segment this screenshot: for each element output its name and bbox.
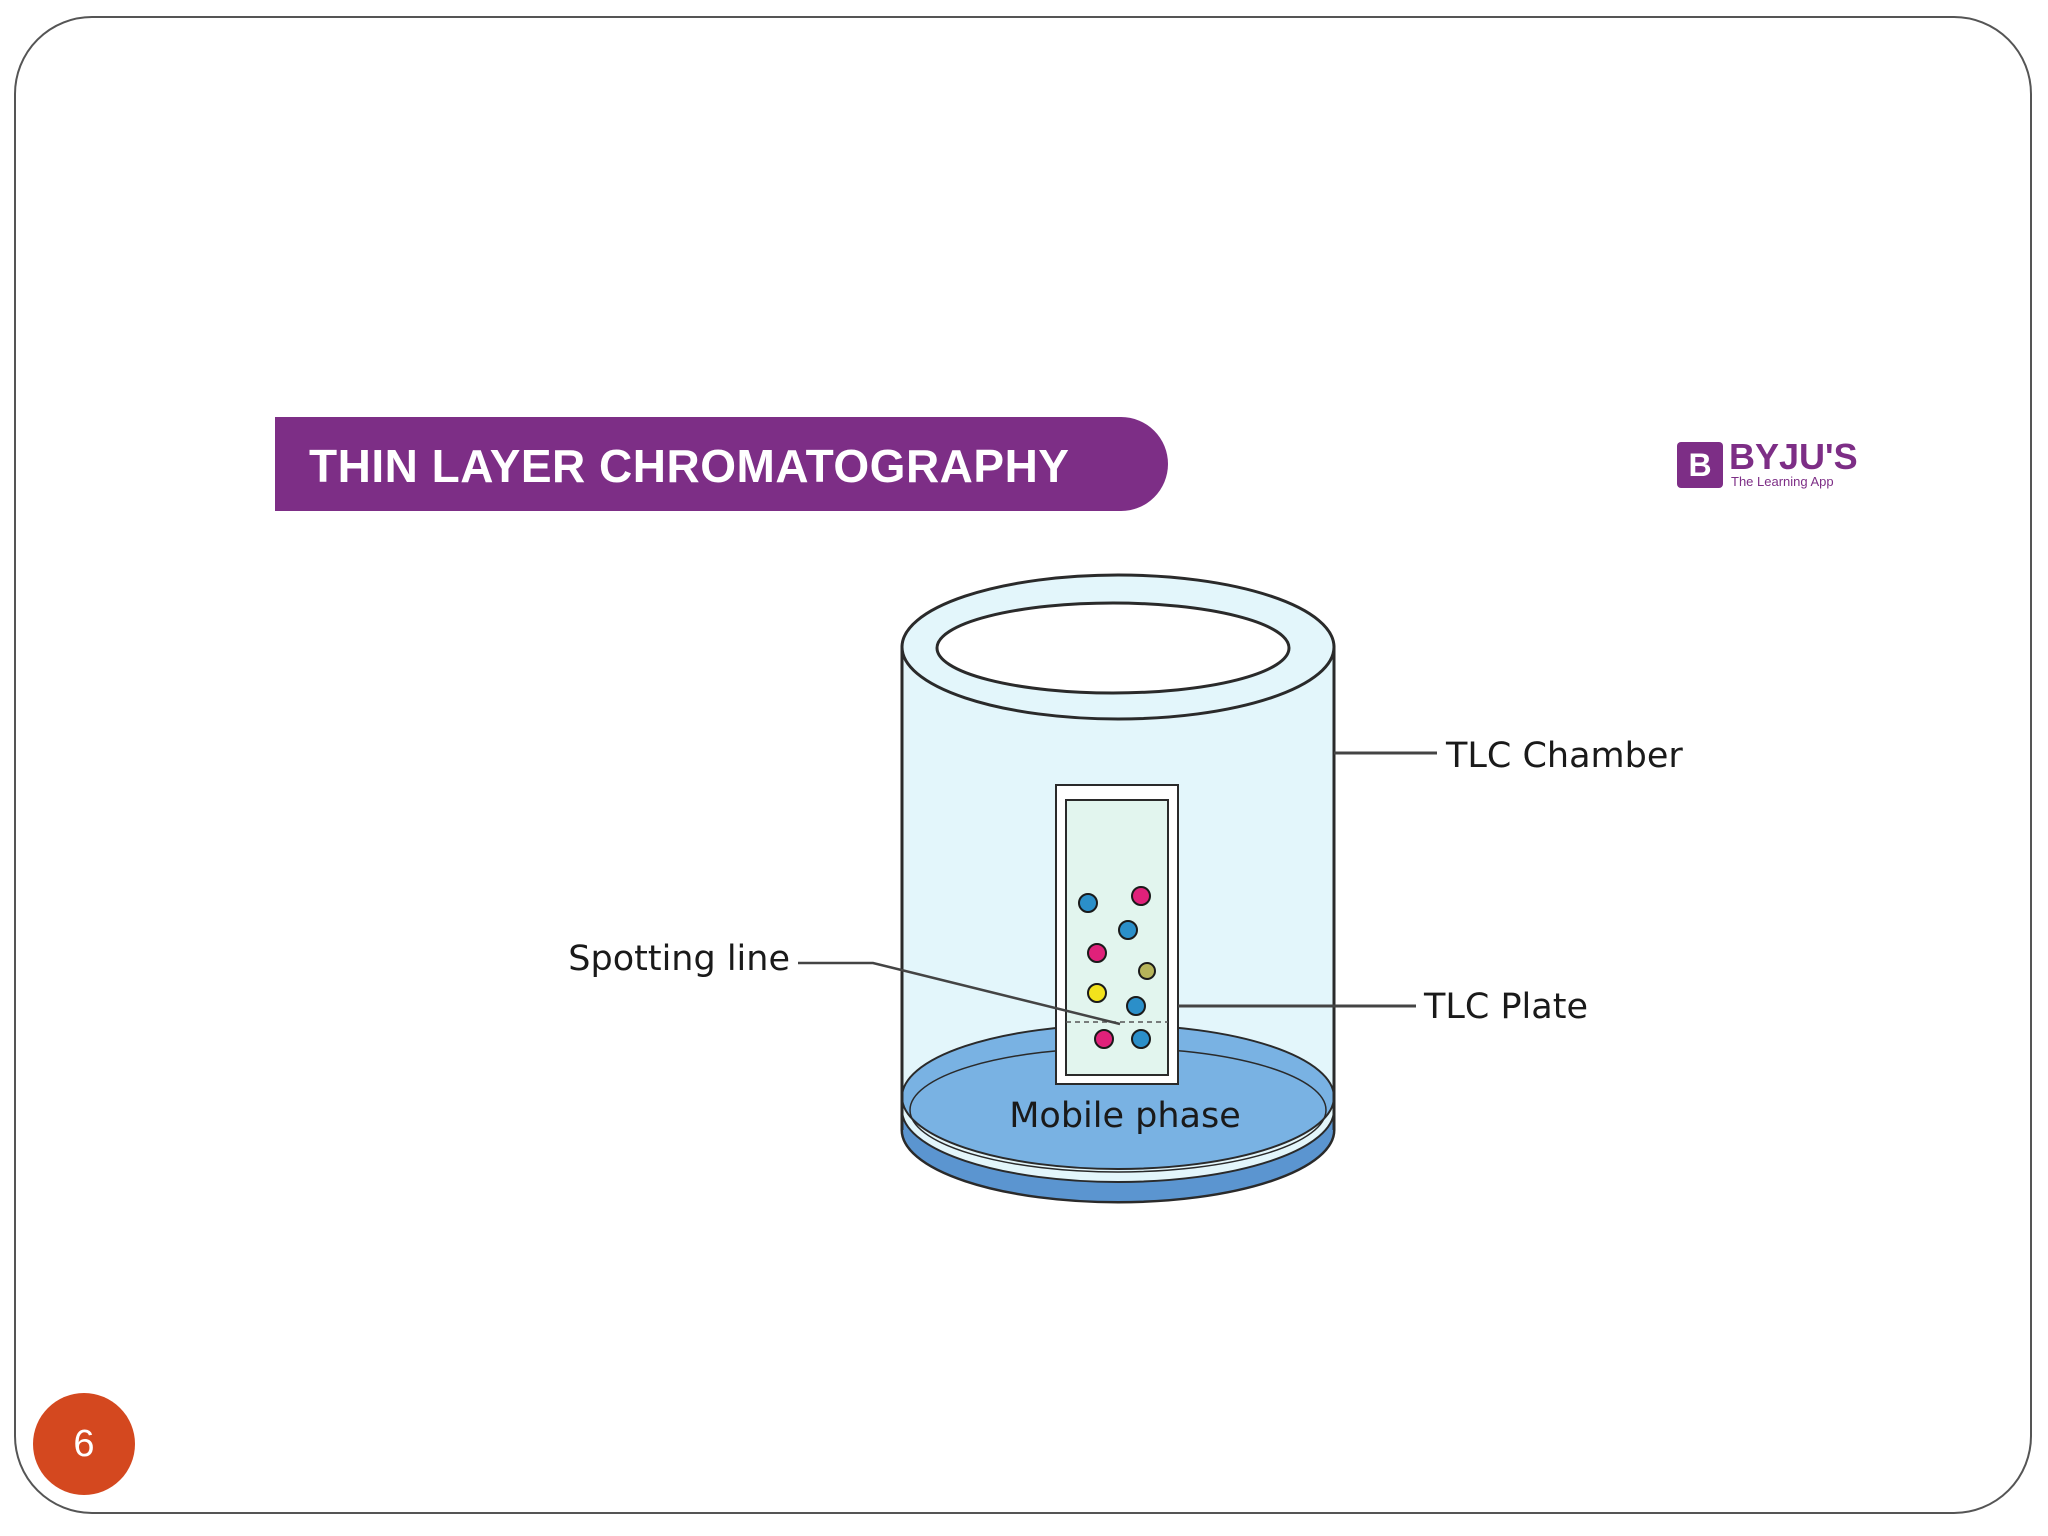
spot-olive: [1138, 962, 1156, 980]
label-tlc-chamber: TLC Chamber: [1445, 736, 1683, 776]
spot-magenta: [1094, 1029, 1114, 1049]
logo-mark-letter: B: [1688, 447, 1712, 483]
logo-tagline: The Learning App: [1731, 474, 1834, 489]
label-tlc-plate: TLC Plate: [1423, 987, 1588, 1027]
spot-blue: [1131, 1029, 1151, 1049]
byjus-logo-icon: B: [1677, 442, 1723, 488]
chamber-opening: [935, 601, 1291, 695]
byjus-logo: B BYJU'S The Learning App: [1677, 436, 1858, 494]
spot-magenta: [1087, 943, 1107, 963]
logo-name: BYJU'S: [1729, 436, 1858, 477]
spot-blue: [1126, 996, 1146, 1016]
label-spotting-line: Spotting line: [568, 939, 790, 979]
spot-yellow: [1087, 983, 1107, 1003]
page-number-badge: 6: [33, 1393, 135, 1495]
label-mobile-phase: Mobile phase: [1009, 1096, 1241, 1136]
spotting-line-leader: [798, 961, 1121, 1026]
tlc-plate-inner: [1065, 799, 1169, 1076]
spot-magenta: [1131, 886, 1151, 906]
spot-blue: [1078, 893, 1098, 913]
spot-blue: [1118, 920, 1138, 940]
title-banner: THIN LAYER CHROMATOGRAPHY: [275, 417, 1168, 511]
page-title: THIN LAYER CHROMATOGRAPHY: [309, 440, 1070, 492]
